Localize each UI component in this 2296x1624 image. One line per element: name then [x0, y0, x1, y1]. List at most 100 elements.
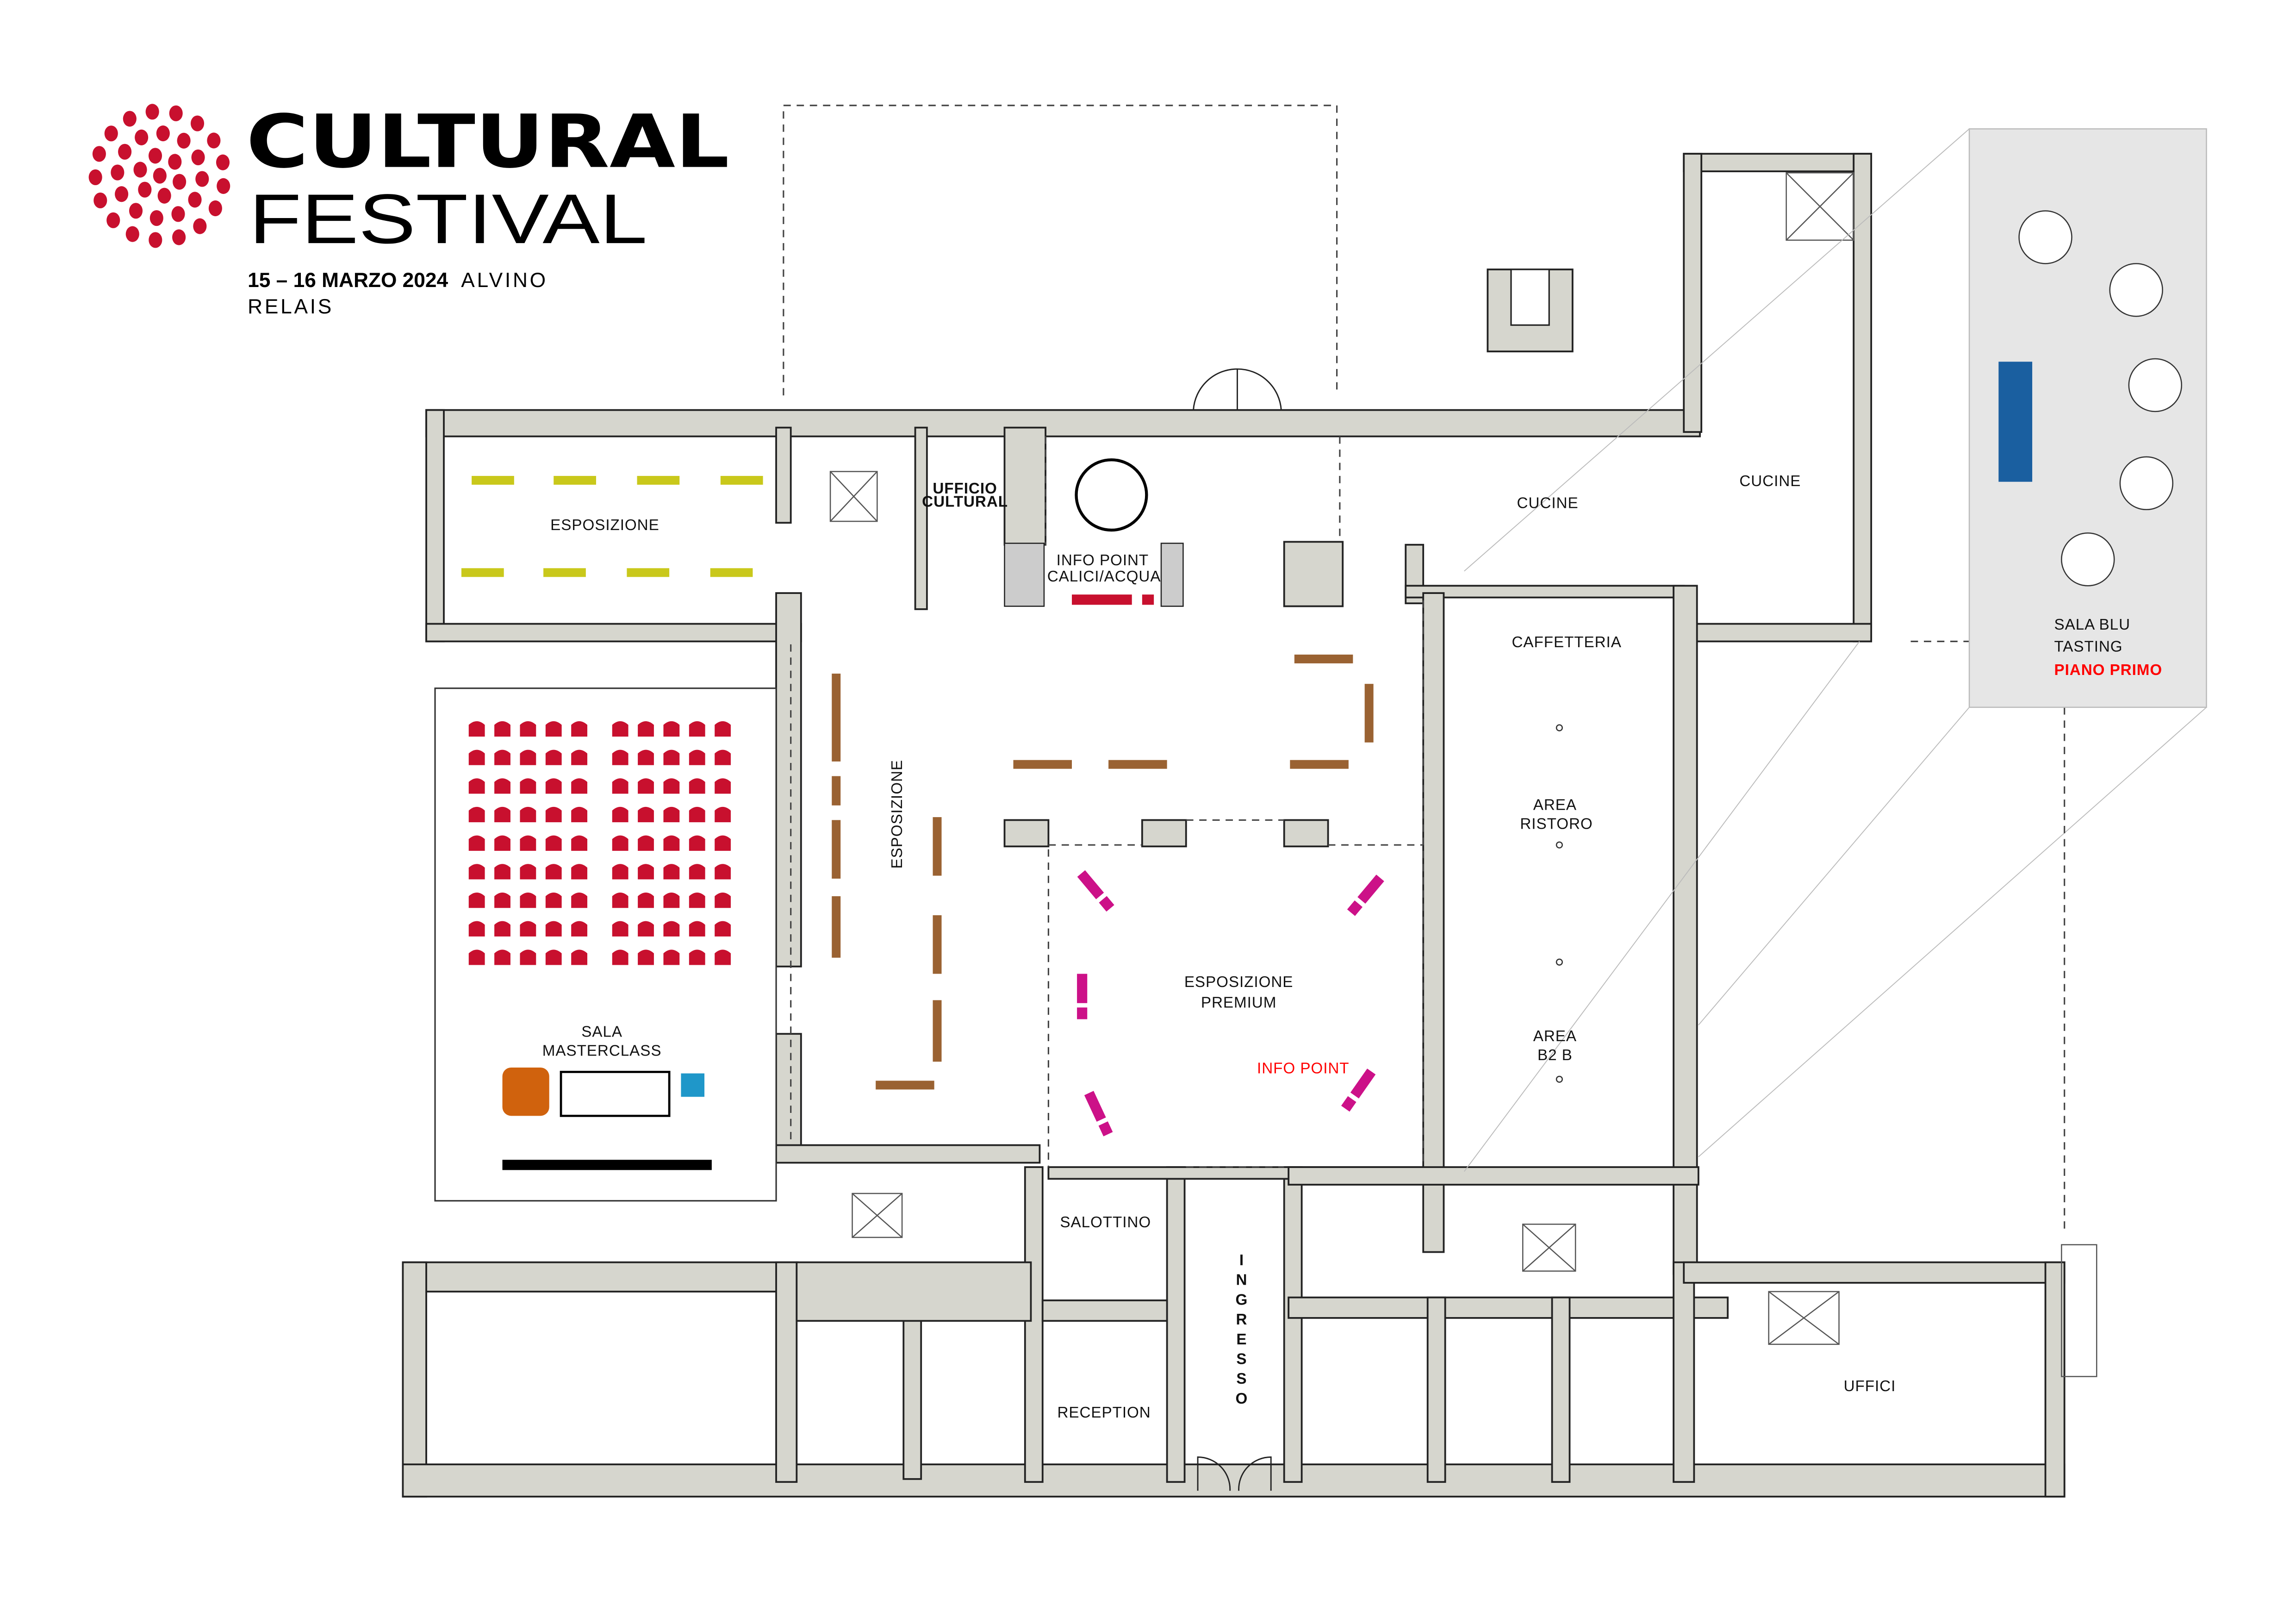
label-area-ristoro: AREA — [1533, 796, 1577, 813]
label-masterclass: MASTERCLASS — [542, 1043, 662, 1060]
seat — [638, 721, 654, 737]
entrance-doors[interactable] — [1193, 368, 1282, 1491]
seat — [715, 750, 731, 765]
seat — [638, 835, 654, 851]
stand-magenta-long — [1357, 874, 1384, 904]
seat — [520, 721, 536, 737]
logo-dot — [156, 125, 170, 142]
seat — [520, 921, 536, 937]
seat — [612, 949, 628, 965]
info-point-counter-small — [1142, 594, 1154, 605]
label-esposizione-premium-2: PREMIUM — [1201, 994, 1276, 1011]
seat — [520, 750, 536, 765]
seat — [663, 778, 680, 794]
label-esposizione: ESPOSIZIONE — [550, 517, 660, 534]
seat — [612, 892, 628, 908]
seat — [545, 721, 562, 737]
seat — [715, 835, 731, 851]
logo-dot — [149, 232, 162, 248]
seat — [468, 806, 485, 823]
ingresso-letter: O — [1236, 1390, 1248, 1407]
seat — [715, 721, 731, 737]
seat — [545, 778, 562, 794]
ingresso-letter: G — [1236, 1291, 1248, 1308]
logo-dot — [135, 129, 149, 145]
stand-yellow — [461, 568, 504, 577]
label-caffetteria: CAFFETTERIA — [1512, 634, 1622, 651]
seat — [468, 778, 485, 794]
logo-dot — [145, 104, 159, 120]
logo-dot — [190, 115, 205, 131]
seat — [612, 921, 628, 937]
ingresso-letter: I — [1239, 1252, 1244, 1269]
label-cucine-2: CUCINE — [1739, 473, 1801, 490]
seat — [715, 921, 731, 937]
seat — [638, 750, 654, 765]
stand-magenta — [1084, 1091, 1113, 1137]
stand-magenta — [1077, 870, 1114, 912]
seat — [571, 949, 587, 965]
logo-dot — [133, 162, 147, 178]
label-sala-blu: SALA BLU — [2054, 616, 2130, 633]
logo-festival: FESTIVAL — [249, 180, 647, 258]
label-cucine: CUCINE — [1517, 495, 1579, 512]
seat — [689, 806, 705, 823]
seat — [520, 864, 536, 880]
stand-magenta-short — [1077, 1007, 1088, 1019]
stairs — [829, 172, 2097, 1377]
logo-dot — [208, 200, 222, 217]
stand-brown — [933, 1000, 942, 1062]
seat — [638, 921, 654, 937]
seat — [545, 835, 562, 851]
seat — [468, 892, 485, 908]
seat — [545, 949, 562, 965]
seat — [468, 750, 485, 765]
stand-yellow — [627, 568, 670, 577]
seat — [715, 806, 731, 823]
seat — [612, 806, 628, 823]
stand-brown — [876, 1081, 934, 1090]
stand-yellow — [720, 476, 763, 485]
logo-dot — [115, 186, 129, 202]
stand-brown — [1290, 760, 1349, 769]
seat — [663, 721, 680, 737]
seat — [638, 864, 654, 880]
stand-brown — [1108, 760, 1167, 769]
logo-dot — [88, 169, 102, 186]
seat — [638, 892, 654, 908]
logo-dot — [168, 154, 182, 170]
seat — [612, 864, 628, 880]
label-esposizione-vertical: ESPOSIZIONE — [889, 760, 906, 869]
seat — [571, 750, 587, 765]
stand-yellow — [554, 476, 596, 485]
logo-dot — [129, 203, 143, 219]
logo-dot — [157, 187, 171, 204]
seat — [494, 806, 510, 823]
seat — [520, 778, 536, 794]
stand-brown — [933, 915, 942, 974]
ingresso-letter: S — [1236, 1370, 1247, 1387]
event-dates: 15 – 16 MARZO 2024 — [248, 269, 448, 292]
stand-magenta-short — [1098, 1121, 1113, 1137]
ingresso-letter: N — [1236, 1272, 1247, 1289]
room-labels: ESPOSIZIONE UFFICIO CULTURAL INFO POINT … — [542, 473, 2162, 1421]
seat — [494, 778, 510, 794]
stage-table — [560, 1071, 671, 1117]
seat — [494, 750, 510, 765]
logo-dot — [153, 168, 167, 184]
logo-dot — [216, 154, 230, 170]
seat — [663, 750, 680, 765]
label-info-point: INFO POINT — [1057, 552, 1149, 569]
seat — [715, 892, 731, 908]
walls — [402, 153, 2066, 1498]
seat — [520, 835, 536, 851]
stand-brown — [1364, 684, 1374, 743]
seat — [571, 806, 587, 823]
seat — [689, 778, 705, 794]
stand-brown — [832, 820, 841, 879]
logo-dot — [207, 132, 221, 149]
logo-dot — [125, 226, 139, 242]
seat — [689, 750, 705, 765]
pillar — [1556, 724, 1563, 731]
